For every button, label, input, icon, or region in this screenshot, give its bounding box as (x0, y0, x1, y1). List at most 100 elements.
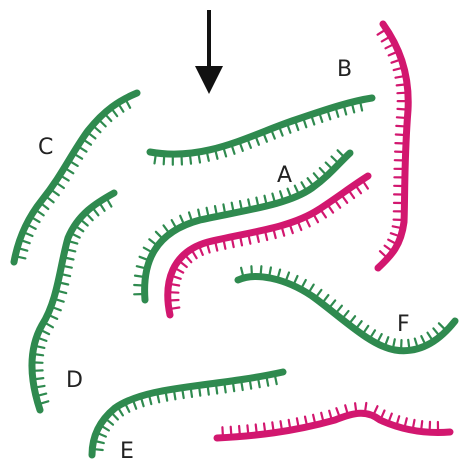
strand-tooth (365, 403, 366, 410)
strand-tooth (382, 38, 388, 42)
strand-tooth (297, 418, 298, 425)
strand-tooth (288, 126, 290, 133)
strand-tooth (329, 207, 333, 213)
strand-tooth (388, 240, 394, 243)
strand-tooth (164, 225, 168, 231)
strand-tooth (142, 400, 144, 407)
strand-tooth (223, 204, 224, 211)
strand-tooth (177, 269, 183, 272)
strand-tooth (120, 106, 124, 112)
strand-tooth (405, 418, 407, 425)
strand-tooth (99, 434, 106, 437)
strand-tooth (295, 186, 298, 192)
strand-tooth (343, 197, 347, 203)
strand-tooth (307, 220, 310, 226)
strand-tooth (38, 386, 45, 387)
strand-tooth (67, 258, 74, 260)
strand-tooth (241, 239, 242, 246)
strand-tooth (101, 205, 105, 211)
strand-tooth (95, 128, 100, 133)
strand-tooth (172, 220, 175, 226)
strand-tooth (166, 394, 167, 401)
strand-tooth (336, 110, 338, 117)
strand-tooth (150, 397, 152, 404)
strand-tooth (76, 155, 82, 159)
strand-tooth (216, 387, 217, 394)
strand-tooth (40, 339, 47, 341)
strand-tooth (282, 229, 284, 236)
strand-tooth (36, 378, 43, 379)
strand-tooth (42, 401, 49, 403)
strand-tooth (375, 406, 378, 412)
strand-tooth (85, 141, 91, 145)
strand-tooth (208, 246, 210, 253)
strand-tooth (322, 212, 326, 218)
strand-tooth (389, 414, 392, 421)
strand-tooth (216, 152, 218, 159)
strand-tooth (428, 333, 432, 339)
strand-tooth (94, 210, 98, 216)
strand-tooth (257, 235, 259, 242)
strand-tooth (397, 85, 404, 86)
strand-tooth (439, 323, 444, 328)
strand-tooth (350, 192, 354, 198)
strand-tooth (155, 156, 156, 163)
strand-tooth (43, 205, 49, 209)
strand-tooth (288, 189, 291, 196)
strand-tooth (378, 31, 384, 35)
strand-tooth (364, 326, 368, 332)
strand-tooth (199, 156, 200, 163)
strand-tooth (69, 250, 76, 252)
strand-tooth (344, 108, 346, 115)
strand-tooth (332, 157, 337, 162)
strand-tooth (180, 216, 183, 222)
strand-tooth (113, 414, 118, 419)
strand-tooth (389, 53, 396, 56)
strand-tooth (249, 237, 251, 244)
strand-tooth (336, 408, 338, 415)
strand-tooth (261, 266, 262, 273)
strand-tooth (272, 132, 275, 139)
strand-tooth (81, 148, 87, 152)
strand-tooth (242, 383, 243, 390)
strand-tooth (26, 233, 33, 236)
strand-tooth (19, 257, 26, 259)
strand-tooth (82, 221, 87, 226)
strand-tooth (331, 300, 335, 306)
strand-tooth (57, 300, 64, 302)
strand-tooth (224, 242, 225, 249)
strand-tooth (315, 216, 318, 222)
strand-tooth (397, 117, 404, 118)
strand-tooth (232, 240, 233, 247)
strand-tooth (174, 277, 181, 279)
strand-tooth (302, 182, 306, 188)
strand-tooth (275, 377, 276, 384)
strand-tooth (357, 187, 361, 193)
strand-tooth (336, 202, 340, 208)
strand-tooth (270, 268, 271, 275)
strand-tooth (232, 203, 233, 210)
strand-tooth (312, 118, 314, 125)
strand-tooth (134, 402, 136, 409)
strand-tooth (272, 422, 273, 429)
strand-tooth (304, 121, 306, 128)
strand-tooth (193, 252, 197, 258)
strand-f (238, 266, 455, 350)
strand-tooth (239, 426, 240, 433)
strand-tooth (96, 449, 103, 450)
strand-tooth (241, 268, 243, 275)
strand-tooth (144, 248, 150, 251)
strand-tooth (63, 275, 70, 277)
strand-tooth (371, 330, 375, 336)
strand-tooth (53, 191, 59, 195)
strand-tooth (140, 257, 147, 260)
strand-tooth (149, 239, 155, 243)
strand-tooth (97, 442, 104, 444)
strand-tooth (190, 157, 191, 164)
strand-tooth (107, 116, 112, 121)
strand-b (150, 98, 372, 165)
strand-tooth (345, 405, 347, 412)
strand-tooth (231, 427, 232, 434)
